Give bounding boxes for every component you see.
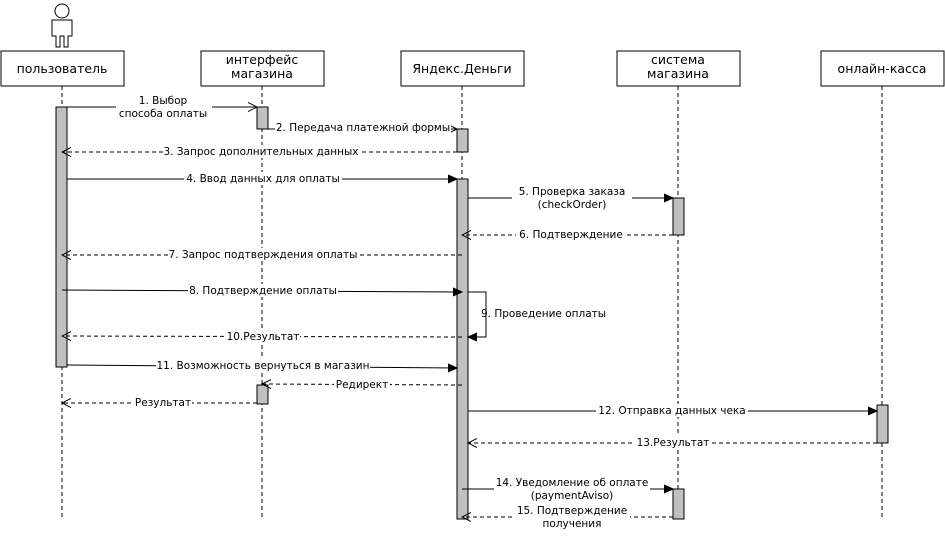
message-label-12: 12. Отправка данных чека	[598, 405, 745, 417]
activation-shop-system-1	[672, 197, 685, 236]
message-label-bg-1	[116, 93, 212, 122]
message-label-3: 3. Запрос дополнительных данных	[163, 146, 358, 158]
message-label-bg-4	[184, 172, 342, 185]
message-label-bg-12	[596, 404, 748, 417]
message-label-bg-redirect	[334, 378, 390, 391]
message-label-bg-2	[275, 121, 451, 134]
message-label-bg-5	[512, 184, 632, 212]
activation-user	[55, 106, 68, 368]
activation-shop-system-2	[672, 488, 685, 520]
message-label-5: 5. Проверка заказа(checkOrder)	[519, 186, 626, 211]
message-label-result: Результат	[135, 397, 191, 409]
message-label-2: 2. Передача платежной формы	[276, 122, 450, 134]
participant-box-yandex	[400, 50, 525, 87]
message-label-10: 10.Результат	[227, 331, 300, 343]
message-label-bg-6	[516, 228, 626, 241]
message-label-redirect: Редирект	[336, 379, 388, 391]
participant-label-user: пользователь	[17, 61, 108, 76]
message-arrow-9	[468, 291, 487, 337]
participant-box-user	[0, 50, 125, 87]
message-label-bg-13	[634, 436, 712, 449]
message-label-bg-15	[514, 503, 630, 531]
participant-label-online-kassa: онлайн-касса	[838, 61, 927, 76]
message-label-14: 14. Уведомление об оплате(paymentAviso)	[496, 477, 649, 502]
message-label-9: 9. Проведение оплаты	[481, 308, 606, 320]
user-actor-icon	[51, 3, 73, 48]
participant-box-shop-ui	[200, 50, 325, 87]
message-label-bg-11	[156, 359, 370, 372]
activation-shop-ui-1	[256, 106, 269, 130]
activation-shop-ui-2	[256, 384, 269, 405]
message-label-8: 8. Подтверждение оплаты	[189, 285, 337, 297]
message-label-13: 13.Результат	[637, 437, 710, 449]
activation-online-kassa	[876, 404, 889, 444]
message-label-6: 6. Подтверждение	[519, 229, 623, 241]
participant-label-yandex: Яндекс.Деньги	[412, 61, 511, 76]
message-label-bg-3	[163, 145, 359, 158]
activation-yandex-2	[456, 178, 469, 520]
message-label-4: 4. Ввод данных для оплаты	[186, 173, 340, 185]
message-arrow-10	[62, 336, 463, 337]
activation-yandex-1	[456, 128, 469, 153]
message-label-bg-result	[134, 396, 192, 409]
message-label-11: 11. Возможность вернуться в магазин	[157, 360, 370, 372]
participant-box-shop-system	[616, 50, 741, 87]
message-label-7: 7. Запрос подтверждения оплаты	[169, 249, 358, 261]
message-label-bg-7	[168, 248, 358, 261]
message-label-bg-10	[226, 330, 300, 343]
message-label-bg-14	[494, 475, 650, 503]
message-label-bg-8	[188, 284, 338, 297]
